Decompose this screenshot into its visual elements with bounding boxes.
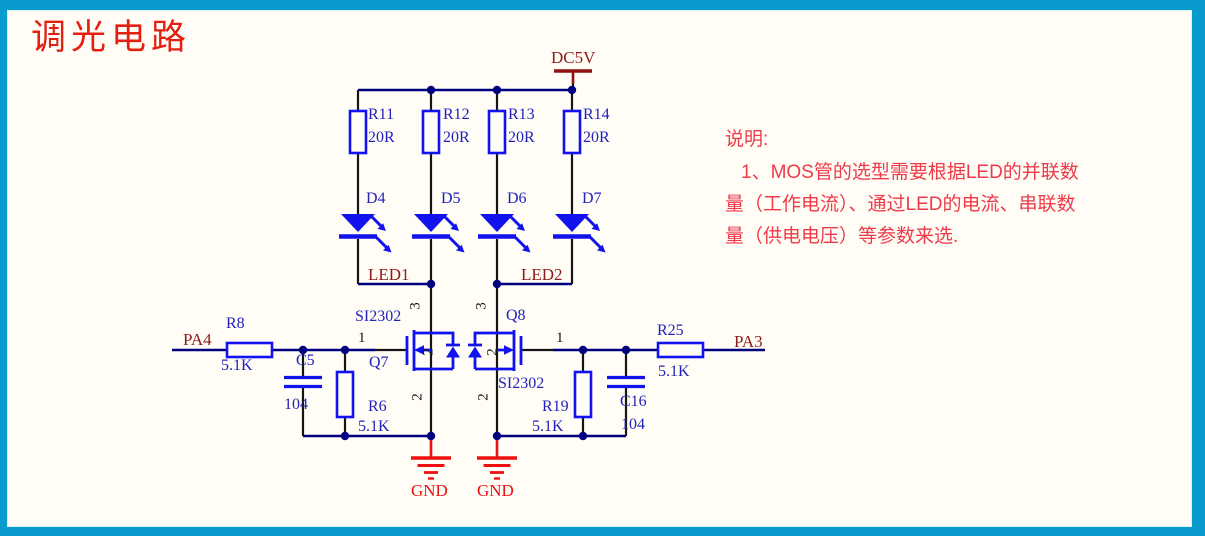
gnd-symbol-left: [409, 434, 453, 481]
capacitor-ref-c5: C5: [296, 352, 315, 369]
mosfet-part-q7: SI2302: [355, 308, 402, 325]
capacitor-ref-c16: C16: [620, 393, 647, 410]
note-line-2: 量（工作电流）、通过LED的电流、串联数: [725, 194, 1076, 215]
led-d4-symbol: [339, 214, 392, 253]
capacitor-value-c16: 104: [621, 416, 645, 433]
led-ref-d4: D4: [366, 190, 386, 207]
led-ref-d7: D7: [582, 190, 602, 207]
mosfet-part-q8: SI2302: [498, 375, 545, 392]
pin-number-q8-drain: 3: [473, 302, 490, 310]
capacitor-value-c5: 104: [284, 396, 308, 413]
capacitor-bodies: [284, 375, 645, 389]
led-ref-d5: D5: [441, 190, 461, 207]
mosfet-ref-q7: Q7: [369, 354, 389, 371]
net-label-led2: LED2: [521, 265, 563, 284]
mosfet-ref-q8: Q8: [506, 307, 526, 324]
resistor-value-r12: 20R: [443, 129, 470, 146]
junction-dots: [298, 85, 631, 441]
pin-number-q7-source: 2: [409, 393, 426, 401]
note-line-1: 1、MOS管的选型需要根据LED的并联数: [741, 162, 1079, 183]
resistor-ref-r19: R19: [542, 398, 569, 415]
resistor-ref-r12: R12: [443, 106, 470, 123]
resistor-value-r25: 5.1K: [658, 363, 690, 380]
pin-number-q8-source-inner: 2: [484, 348, 501, 356]
mosfet-q8-symbol: [468, 330, 523, 371]
resistor-ref-r13: R13: [508, 106, 535, 123]
wires: [172, 88, 765, 438]
resistor-value-r19: 5.1K: [532, 418, 564, 435]
resistor-value-r13: 20R: [508, 129, 535, 146]
net-label-dc5v: DC5V: [551, 48, 596, 67]
pin-number-q8-gate: 1: [556, 330, 564, 346]
led-d5-symbol: [412, 214, 465, 253]
pin-number-q7-source-inner: 2: [420, 348, 437, 356]
resistor-value-r11: 20R: [368, 129, 395, 146]
net-label-pa3: PA3: [734, 332, 763, 351]
led-d6-symbol: [478, 214, 531, 253]
gnd-label-left: GND: [411, 481, 448, 500]
schematic-sheet: [7, 10, 1192, 527]
page-title: 调光电路: [31, 18, 192, 57]
resistor-bodies: [225, 109, 705, 419]
resistor-value-r8: 5.1K: [221, 357, 253, 374]
gnd-symbol-right: [475, 434, 519, 481]
resistor-ref-r25: R25: [657, 322, 684, 339]
resistor-ref-r11: R11: [368, 106, 395, 123]
led-d7-symbol: [553, 214, 606, 253]
net-label-pa4: PA4: [183, 330, 212, 349]
resistor-ref-r14: R14: [583, 106, 610, 123]
note-heading: 说明:: [725, 129, 769, 150]
net-label-led1: LED1: [368, 265, 410, 284]
gnd-label-right: GND: [477, 481, 514, 500]
mosfet-q7-symbol: [405, 330, 460, 371]
pin-number-q8-source: 2: [475, 393, 492, 401]
pin-number-q7-gate: 1: [358, 330, 366, 346]
resistor-value-r6: 5.1K: [358, 418, 390, 435]
led-ref-d6: D6: [507, 190, 527, 207]
note-line-3: 量（供电电压）等参数来选.: [725, 226, 959, 247]
pin-number-q7-drain: 3: [407, 302, 424, 310]
resistor-ref-r6: R6: [368, 398, 387, 415]
resistor-value-r14: 20R: [583, 129, 610, 146]
resistor-ref-r8: R8: [226, 315, 245, 332]
